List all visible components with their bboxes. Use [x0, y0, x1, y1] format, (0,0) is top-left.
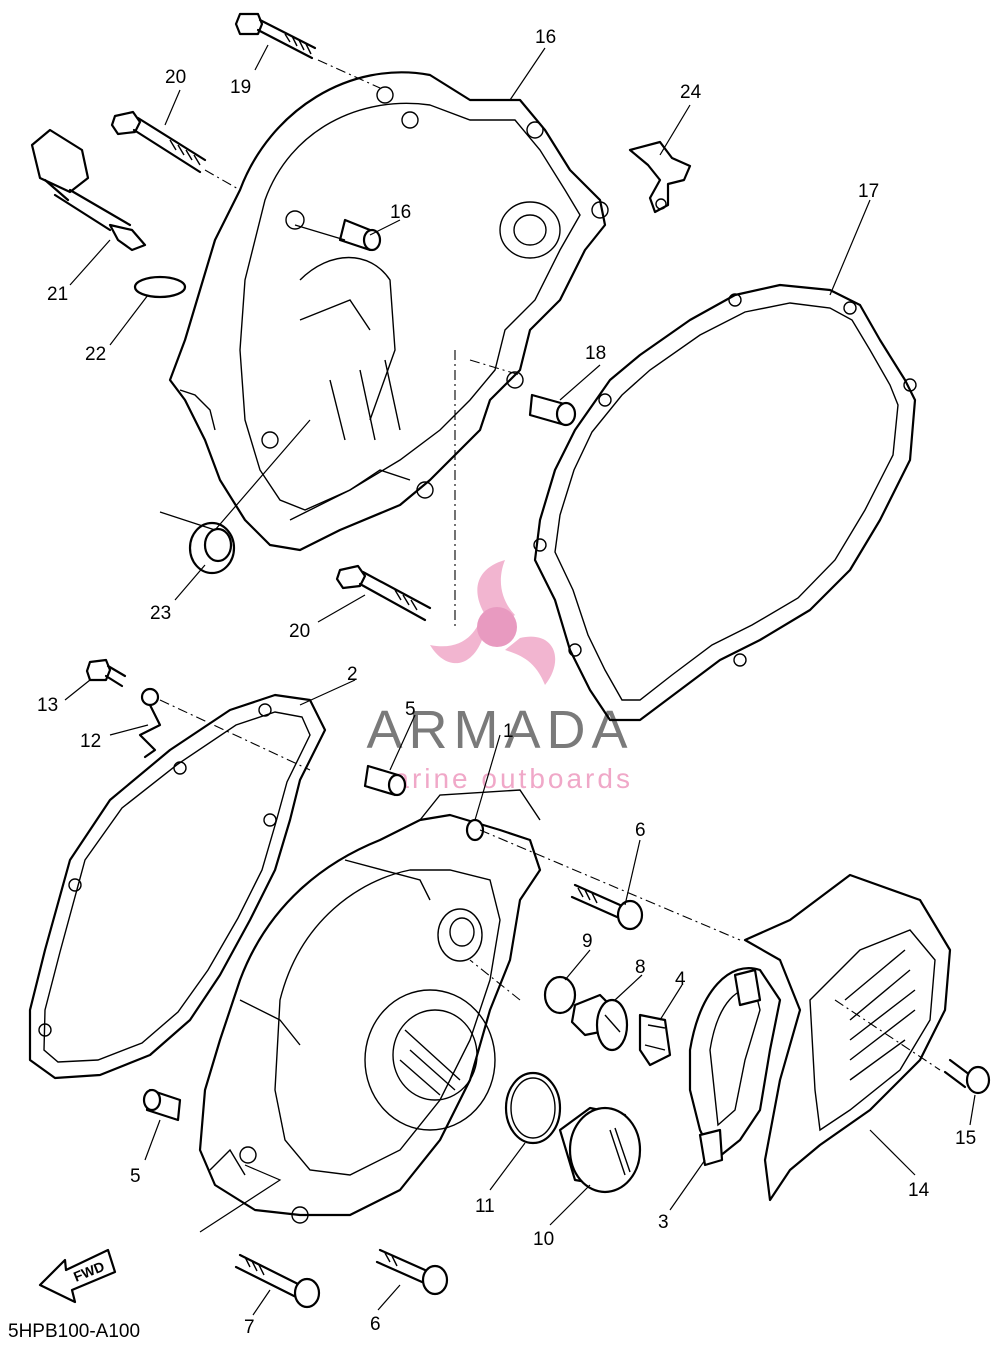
callout-22: 22 [85, 344, 106, 365]
bolt-6-lower [375, 1248, 449, 1296]
crankcase-cover-lower [198, 764, 542, 1224]
callout-6-lower: 6 [370, 1314, 381, 1335]
callout-16-top: 16 [535, 27, 556, 48]
callout-3: 3 [658, 1212, 669, 1233]
callout-21: 21 [47, 284, 68, 305]
diagram-code: 5HPB100-A100 [8, 1321, 140, 1342]
clip-12 [138, 687, 162, 759]
propeller-logo-icon [430, 560, 556, 685]
callout-7: 7 [244, 1317, 255, 1338]
oil-dipstick [30, 128, 147, 252]
crankcase-cover-upper [168, 71, 609, 552]
callout-8: 8 [635, 957, 646, 978]
gasket-2 [28, 693, 327, 1080]
cover-14 [743, 873, 952, 1202]
callout-19: 19 [230, 77, 251, 98]
dowel-pin-upper [338, 218, 382, 252]
plug-8 [570, 993, 629, 1052]
bolt-6-upper [570, 883, 644, 931]
callout-5-lower: 5 [130, 1166, 141, 1187]
armada-watermark: ARMADA marine outboards [366, 560, 633, 794]
screw-15 [943, 1058, 991, 1095]
forward-direction-icon: FWD [38, 1248, 117, 1304]
callout-2: 2 [347, 664, 358, 685]
callout-13: 13 [37, 695, 58, 716]
watermark-tagline: marine outboards [367, 763, 633, 794]
callout-12: 12 [80, 731, 101, 752]
o-ring-9 [543, 975, 577, 1015]
bolt-20-upper [110, 110, 241, 191]
callout-23: 23 [150, 603, 171, 624]
o-ring-11 [504, 1071, 562, 1145]
dowel-pin-5-upper [363, 764, 407, 797]
bracket-24 [628, 140, 692, 214]
oil-seal-23 [188, 521, 236, 575]
watermark-brand: ARMADA [366, 700, 633, 760]
callout-20-upper: 20 [165, 67, 186, 88]
callout-labels: 1 2 3 4 5 5 6 6 7 8 9 10 11 12 13 14 15 … [37, 27, 976, 1338]
bolt-20-lower [335, 564, 432, 622]
dowel-pin-18 [528, 393, 577, 427]
plug-10 [558, 1106, 642, 1194]
callout-6-upper: 6 [635, 820, 646, 841]
callout-20-lower: 20 [289, 621, 310, 642]
callout-10: 10 [533, 1229, 554, 1250]
callout-15: 15 [955, 1128, 976, 1149]
callout-1: 1 [503, 721, 514, 742]
bolt-19 [234, 12, 381, 89]
callout-16-inner: 16 [390, 202, 411, 223]
o-ring-22 [133, 275, 187, 299]
grommet-4 [638, 1013, 672, 1067]
callout-24: 24 [680, 82, 702, 103]
callout-5-upper: 5 [405, 699, 416, 720]
bolt-7 [234, 1253, 321, 1309]
callout-14: 14 [908, 1180, 930, 1201]
cover-3 [688, 967, 782, 1167]
callout-18: 18 [585, 343, 606, 364]
callout-17: 17 [858, 181, 879, 202]
screw-13 [85, 658, 127, 688]
callout-4: 4 [675, 969, 686, 990]
dowel-pin-5-lower [142, 1088, 182, 1122]
gasket-17 [533, 283, 917, 722]
callout-11: 11 [475, 1196, 495, 1217]
callout-9: 9 [582, 931, 593, 952]
